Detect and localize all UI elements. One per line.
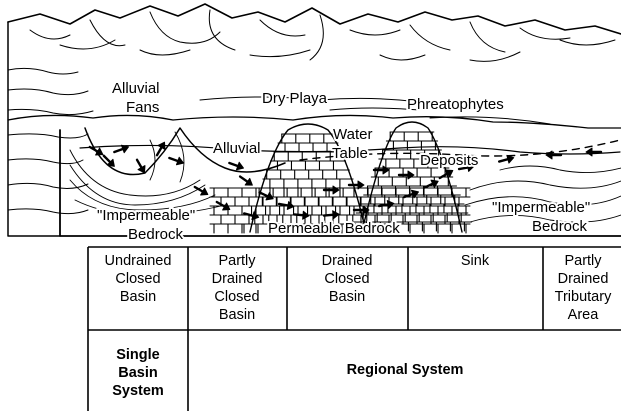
svg-text:Basin: Basin bbox=[329, 289, 365, 305]
svg-text:System: System bbox=[112, 383, 164, 399]
label-impermeable-left-2: Bedrock bbox=[128, 226, 184, 243]
svg-text:Single: Single bbox=[116, 347, 160, 363]
label-water-table-2: Table bbox=[332, 145, 368, 162]
svg-text:Drained: Drained bbox=[322, 253, 373, 269]
label-permeable-bedrock: Permeable Bedrock bbox=[268, 220, 400, 237]
label-phreatophytes: Phreatophytes bbox=[407, 96, 504, 113]
mountain-ridge bbox=[8, 4, 621, 34]
label-impermeable-right-1: "Impermeable" bbox=[492, 199, 590, 216]
label-impermeable-right-2: Bedrock bbox=[532, 218, 588, 235]
label-deposits: Deposits bbox=[420, 152, 478, 169]
svg-text:Drained: Drained bbox=[558, 271, 609, 287]
basin-type-cell-5: Partly Drained Tributary Area bbox=[555, 253, 612, 323]
svg-text:Closed: Closed bbox=[214, 289, 259, 305]
svg-text:Undrained: Undrained bbox=[105, 253, 172, 269]
left-strata bbox=[8, 68, 93, 213]
svg-text:Basin: Basin bbox=[118, 365, 158, 381]
svg-text:Partly: Partly bbox=[564, 253, 602, 269]
block-labels: Alluvial Fans Dry Playa Phreatophytes Al… bbox=[97, 80, 590, 243]
svg-text:Basin: Basin bbox=[120, 289, 156, 305]
label-impermeable-left-1: "Impermeable" bbox=[97, 207, 195, 224]
label-alluvial-fans-1: Alluvial bbox=[112, 80, 160, 97]
label-alluvial: Alluvial bbox=[213, 140, 261, 157]
svg-text:Drained: Drained bbox=[212, 271, 263, 287]
impermeable-left-strata bbox=[70, 132, 225, 215]
svg-text:Closed: Closed bbox=[324, 271, 369, 287]
basin-type-cell-2: Partly Drained Closed Basin bbox=[212, 253, 263, 323]
label-alluvial-fans-2: Fans bbox=[126, 99, 159, 116]
label-dry-playa: Dry Playa bbox=[262, 90, 328, 107]
svg-text:Tributary: Tributary bbox=[555, 289, 612, 305]
svg-text:Area: Area bbox=[568, 307, 600, 323]
basin-type-cell-4: Sink bbox=[461, 253, 490, 269]
basin-type-cell-1: Undrained Closed Basin bbox=[105, 253, 172, 305]
svg-text:Basin: Basin bbox=[219, 307, 255, 323]
svg-text:Partly: Partly bbox=[218, 253, 256, 269]
regional-system-cell: Regional System bbox=[347, 362, 464, 378]
valley-floor bbox=[8, 115, 621, 128]
svg-text:Sink: Sink bbox=[461, 253, 490, 269]
basin-table: Undrained Closed Basin Partly Drained Cl… bbox=[88, 247, 621, 411]
label-water-table-1: Water bbox=[333, 126, 372, 143]
basin-type-cell-3: Drained Closed Basin bbox=[322, 253, 373, 305]
svg-text:Closed: Closed bbox=[115, 271, 160, 287]
single-basin-system-cell: Single Basin System bbox=[112, 347, 164, 399]
left-end-face bbox=[8, 22, 60, 236]
